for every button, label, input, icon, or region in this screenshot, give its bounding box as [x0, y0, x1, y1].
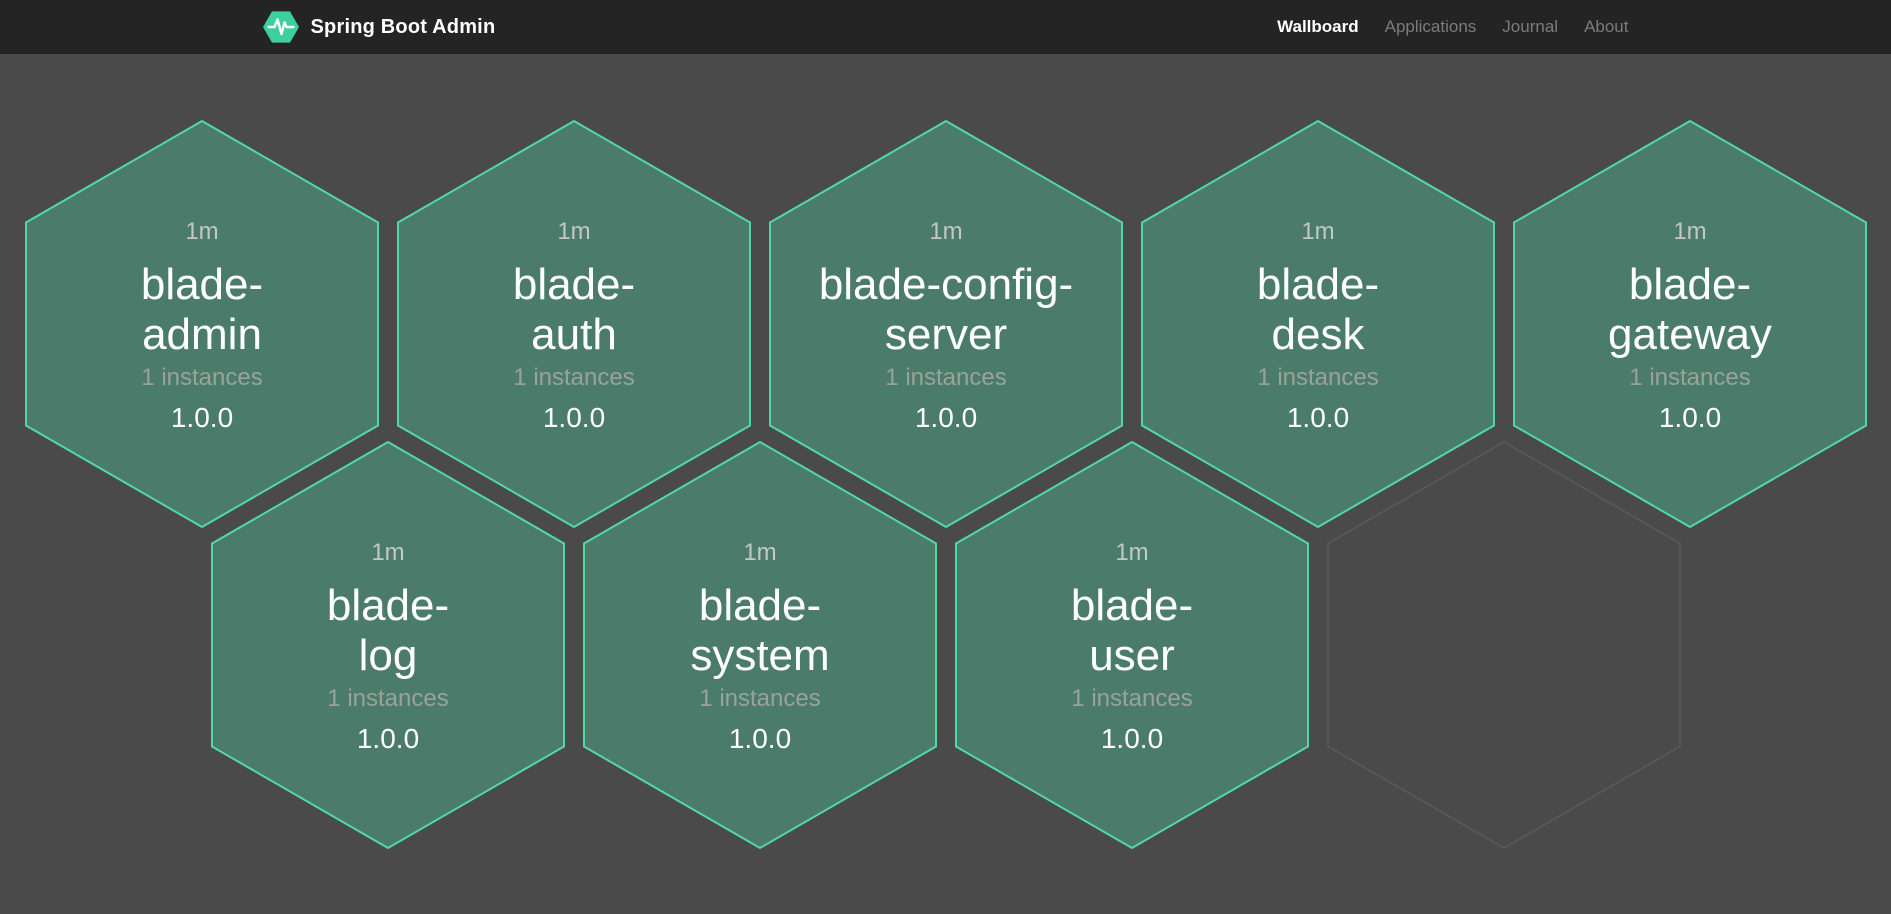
hexagon-shape — [1141, 120, 1495, 528]
tile-app-name-line1: blade- — [1628, 260, 1752, 309]
tile-app-name: blade- admin — [47, 260, 357, 360]
tile-text: 1m blade-config- server 1 instances 1.0.… — [769, 120, 1123, 528]
tile-app-name-line2: log — [358, 631, 418, 680]
tile-app-name-line1: blade- — [326, 581, 450, 630]
tile-text: 1m blade- log 1 instances 1.0.0 — [211, 441, 565, 849]
tile-text: 1m blade- auth 1 instances 1.0.0 — [397, 120, 751, 528]
hexagon-icon — [211, 441, 565, 849]
hexagon-shape — [397, 120, 751, 528]
tile-refresh-time: 1m — [743, 539, 777, 566]
brand-title: Spring Boot Admin — [310, 15, 496, 38]
hexagon-tile-blade-auth[interactable]: 1m blade- auth 1 instances 1.0.0 — [397, 120, 751, 528]
hexagon-tile-blade-config-server[interactable]: 1m blade-config- server 1 instances 1.0.… — [769, 120, 1123, 528]
tile-version: 1.0.0 — [1100, 723, 1164, 754]
tile-app-name-line1: blade- — [1256, 260, 1380, 309]
hexagon-shape — [25, 120, 379, 528]
empty-hexagon-shape — [1327, 441, 1681, 849]
hexagon-shape — [583, 441, 937, 849]
hexagon-icon — [955, 441, 1309, 849]
tile-app-name-line2: user — [1089, 631, 1175, 680]
tile-app-name-line1: blade- — [698, 581, 822, 630]
tile-app-name-line1: blade- — [140, 260, 264, 309]
tile-instances-count: 1 instances — [885, 364, 1007, 391]
tile-refresh-time: 1m — [371, 539, 405, 566]
hexagon-shape — [769, 120, 1123, 528]
logo-pulse-icon — [266, 18, 295, 36]
hexagon-shape — [955, 441, 1309, 849]
tile-instances-count: 1 instances — [327, 685, 449, 712]
logo-hexagon-shape — [262, 11, 299, 43]
tile-app-name-line2: desk — [1271, 310, 1365, 359]
spring-boot-admin-logo-icon — [262, 11, 299, 43]
tile-app-name-line1: blade- — [512, 260, 636, 309]
nav-links: Wallboard Applications Journal About — [1277, 17, 1628, 37]
tile-refresh-time: 1m — [557, 218, 591, 245]
empty-hexagon-icon — [1327, 441, 1681, 849]
nav-item-about[interactable]: About — [1584, 17, 1629, 36]
navbar-container: Spring Boot Admin Wallboard Applications J… — [262, 0, 1629, 54]
hexagon-icon — [397, 120, 751, 528]
tile-refresh-time: 1m — [1115, 539, 1149, 566]
hexagon-icon — [25, 120, 379, 528]
hexagon-icon — [1141, 120, 1495, 528]
hexagon-tile-blade-log[interactable]: 1m blade- log 1 instances 1.0.0 — [211, 441, 565, 849]
tile-instances-count: 1 instances — [1071, 685, 1193, 712]
tile-refresh-time: 1m — [929, 218, 963, 245]
tile-app-name: blade- auth — [419, 260, 729, 360]
tile-app-name-line2: auth — [531, 310, 617, 359]
tile-app-name-line2: admin — [142, 310, 262, 359]
tile-text: 1m blade- user 1 instances 1.0.0 — [955, 441, 1309, 849]
nav-item-wallboard[interactable]: Wallboard — [1277, 17, 1359, 36]
hexagon-icon — [769, 120, 1123, 528]
tile-app-name-line1: blade- — [1070, 581, 1194, 630]
tile-version: 1.0.0 — [170, 402, 234, 433]
hexagon-icon — [1513, 120, 1867, 528]
tile-app-name-line2: server — [884, 310, 1008, 359]
brand[interactable]: Spring Boot Admin — [262, 9, 496, 45]
tile-version: 1.0.0 — [1286, 402, 1350, 433]
tile-text: 1m blade- gateway 1 instances 1.0.0 — [1513, 120, 1867, 528]
tile-instances-count: 1 instances — [1257, 364, 1379, 391]
nav-item-journal[interactable]: Journal — [1502, 17, 1559, 36]
tile-refresh-time: 1m — [185, 218, 219, 245]
tile-version: 1.0.0 — [1658, 402, 1722, 433]
tile-app-name-line2: system — [690, 631, 830, 680]
tile-version: 1.0.0 — [914, 402, 978, 433]
tile-text: 1m blade- system 1 instances 1.0.0 — [583, 441, 937, 849]
tile-version: 1.0.0 — [356, 723, 420, 754]
tile-refresh-time: 1m — [1301, 218, 1335, 245]
tile-app-name: blade- log — [233, 581, 543, 681]
nav-item-applications[interactable]: Applications — [1384, 17, 1477, 36]
tile-app-name-line2: gateway — [1608, 310, 1772, 359]
wallboard: 1m blade- admin 1 instances 1.0.0 1m bla… — [0, 54, 1891, 914]
tile-instances-count: 1 instances — [513, 364, 635, 391]
navbar: Spring Boot Admin Wallboard Applications J… — [0, 0, 1891, 54]
hexagon-tile-blade-system[interactable]: 1m blade- system 1 instances 1.0.0 — [583, 441, 937, 849]
hexagon-shape — [211, 441, 565, 849]
hexagon-tile-blade-user[interactable]: 1m blade- user 1 instances 1.0.0 — [955, 441, 1309, 849]
hexagon-tile-blade-gateway[interactable]: 1m blade- gateway 1 instances 1.0.0 — [1513, 120, 1867, 528]
empty-hexagon-tile — [1327, 441, 1681, 849]
tile-text: 1m blade- desk 1 instances 1.0.0 — [1141, 120, 1495, 528]
tile-version: 1.0.0 — [542, 402, 606, 433]
tile-instances-count: 1 instances — [141, 364, 263, 391]
tile-refresh-time: 1m — [1673, 218, 1707, 245]
hexagon-icon — [583, 441, 937, 849]
tile-app-name: blade- system — [605, 581, 915, 681]
tile-app-name-line1: blade-config- — [818, 260, 1074, 309]
hexagon-shape — [1513, 120, 1867, 528]
tile-app-name: blade- user — [977, 581, 1287, 681]
hexagon-tile-blade-desk[interactable]: 1m blade- desk 1 instances 1.0.0 — [1141, 120, 1495, 528]
tile-version: 1.0.0 — [728, 723, 792, 754]
hexagon-tile-blade-admin[interactable]: 1m blade- admin 1 instances 1.0.0 — [25, 120, 379, 528]
tile-app-name: blade- gateway — [1535, 260, 1845, 360]
tile-instances-count: 1 instances — [699, 685, 821, 712]
tile-instances-count: 1 instances — [1629, 364, 1751, 391]
tile-app-name: blade-config- server — [791, 260, 1101, 360]
tile-text: 1m blade- admin 1 instances 1.0.0 — [25, 120, 379, 528]
tile-app-name: blade- desk — [1163, 260, 1473, 360]
